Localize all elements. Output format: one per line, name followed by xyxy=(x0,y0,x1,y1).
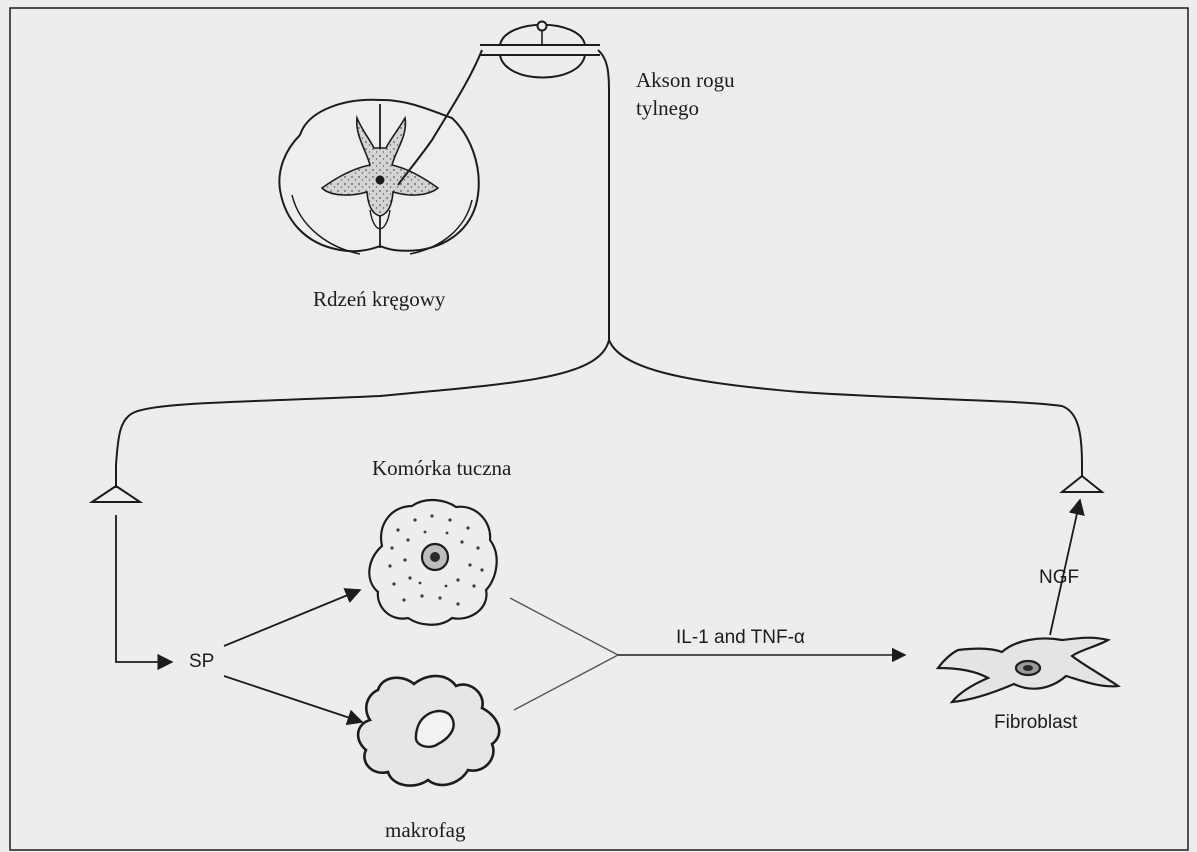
fibroblast-illustration xyxy=(938,638,1118,702)
ngf-label: NGF xyxy=(1039,567,1079,589)
dorsal-root-ganglion xyxy=(480,22,600,78)
mast-cell-label: Komórka tuczna xyxy=(372,456,511,481)
nerve-terminal-right xyxy=(1062,476,1102,492)
axon-branch-left xyxy=(116,340,609,488)
sp-to-mast-cell-arrow xyxy=(224,590,360,646)
peripheral-axon-trunk xyxy=(598,50,609,340)
macrophage-label: makrofag xyxy=(385,818,465,843)
fibroblast-label: Fibroblast xyxy=(994,712,1077,734)
spinal-cord-illustration xyxy=(279,100,478,254)
spinal-cord-label: Rdzeń kręgowy xyxy=(313,287,445,312)
sp-label: SP xyxy=(189,651,214,673)
mast-cell-illustration xyxy=(369,500,496,625)
terminal-to-sp-arrow xyxy=(116,515,172,662)
axon-label-line1: Akson rogu xyxy=(636,68,735,93)
macrophage-illustration xyxy=(358,676,499,786)
nerve-terminal-left xyxy=(92,486,140,502)
axon-label-line2: tylnego xyxy=(636,96,699,121)
cytokine-label: IL-1 and TNF-α xyxy=(676,627,805,649)
sp-to-macrophage-arrow xyxy=(224,676,362,722)
axon-branch-right xyxy=(609,340,1082,477)
macrophage-output-line xyxy=(514,655,618,710)
mast-cell-output-line xyxy=(510,598,618,655)
